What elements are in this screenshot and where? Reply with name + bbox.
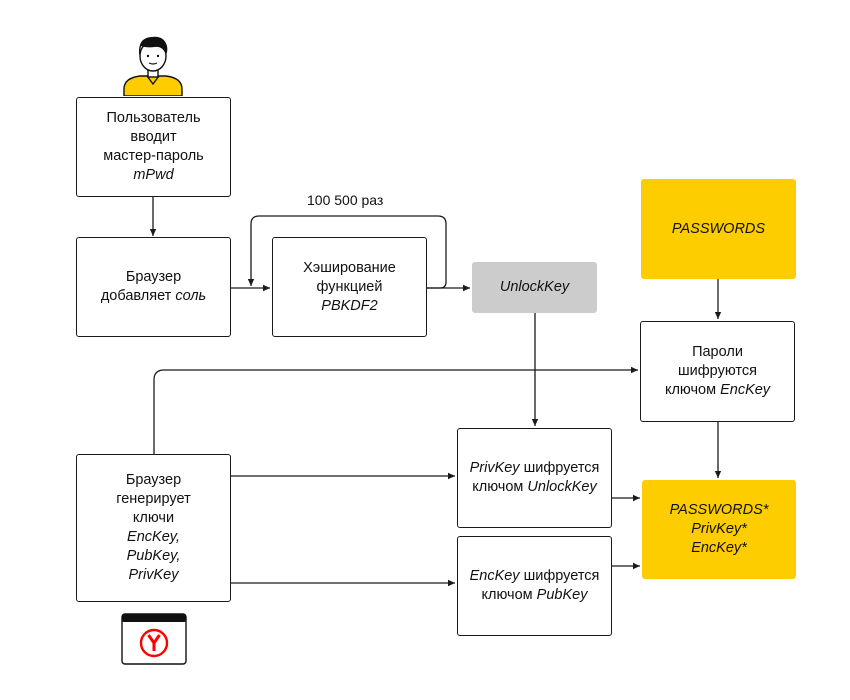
- node-browser-keys: Браузер генерирует ключи EncKey, PubKey,…: [76, 454, 231, 602]
- node-text-italic: PrivKey: [469, 460, 520, 476]
- node-text: ключом: [664, 382, 721, 398]
- node-text-italic: PASSWORDS*: [669, 502, 769, 518]
- node-text: ключом: [472, 479, 528, 495]
- arrow-keys-to-encrypt: [153, 366, 638, 454]
- node-text-italic: PrivKey: [128, 567, 179, 583]
- node-text-italic: PASSWORDS: [671, 220, 766, 237]
- user-avatar-icon: [123, 36, 183, 96]
- node-text: генерирует: [116, 491, 191, 507]
- node-text-italic: PubKey: [536, 587, 588, 603]
- node-hashing: Хэширование функцией PBKDF2: [272, 237, 427, 337]
- node-text: функцией: [316, 278, 383, 295]
- node-text-italic: PBKDF2: [321, 297, 378, 314]
- node-text: ключом: [481, 587, 537, 603]
- node-text-italic: соль: [175, 288, 207, 304]
- node-text-italic: UnlockKey: [527, 479, 597, 495]
- node-text: Пароли: [692, 344, 743, 360]
- node-unlock-key: UnlockKey: [472, 262, 597, 313]
- node-text-italic: UnlockKey: [499, 279, 570, 295]
- node-text: Пользователь: [106, 110, 201, 126]
- node-encrypted-result: PASSWORDS* PrivKey* EncKey*: [642, 480, 796, 579]
- node-text: шифруется: [519, 460, 600, 476]
- node-text-italic: PubKey,: [126, 548, 181, 564]
- node-text-italic: EncKey,: [127, 529, 180, 545]
- node-text-italic: EncKey: [469, 568, 520, 584]
- node-text: мастер-пароль: [103, 148, 204, 164]
- node-passwords: PASSWORDS: [641, 179, 796, 279]
- yandex-browser-icon: [121, 613, 187, 665]
- node-text-italic: mPwd: [133, 167, 174, 183]
- node-text: Хэширование: [303, 259, 396, 276]
- node-text-italic: PrivKey*: [691, 521, 747, 537]
- node-privkey-encrypt: PrivKey шифруется ключом UnlockKey: [457, 428, 612, 528]
- node-user-input: Пользователь вводит мастер-пароль mPwd: [76, 97, 231, 197]
- node-text: добавляет: [100, 288, 176, 304]
- node-passwords-encrypt: Пароли шифруются ключом EncKey: [640, 321, 795, 422]
- node-enckey-encrypt: EncKey шифруется ключом PubKey: [457, 536, 612, 636]
- node-browser-salt: Браузер добавляет соль: [76, 237, 231, 337]
- node-text: Браузер: [125, 472, 182, 488]
- node-text: ключи: [132, 510, 175, 526]
- node-text: вводит: [130, 129, 177, 145]
- node-text: шифруются: [678, 363, 757, 379]
- loop-count-label: 100 500 раз: [307, 192, 384, 208]
- arrow-loop: [247, 215, 447, 289]
- node-text-italic: EncKey*: [691, 540, 747, 556]
- node-text-italic: EncKey: [720, 382, 771, 398]
- node-text: Браузер: [125, 269, 182, 285]
- node-text: шифруется: [519, 568, 600, 584]
